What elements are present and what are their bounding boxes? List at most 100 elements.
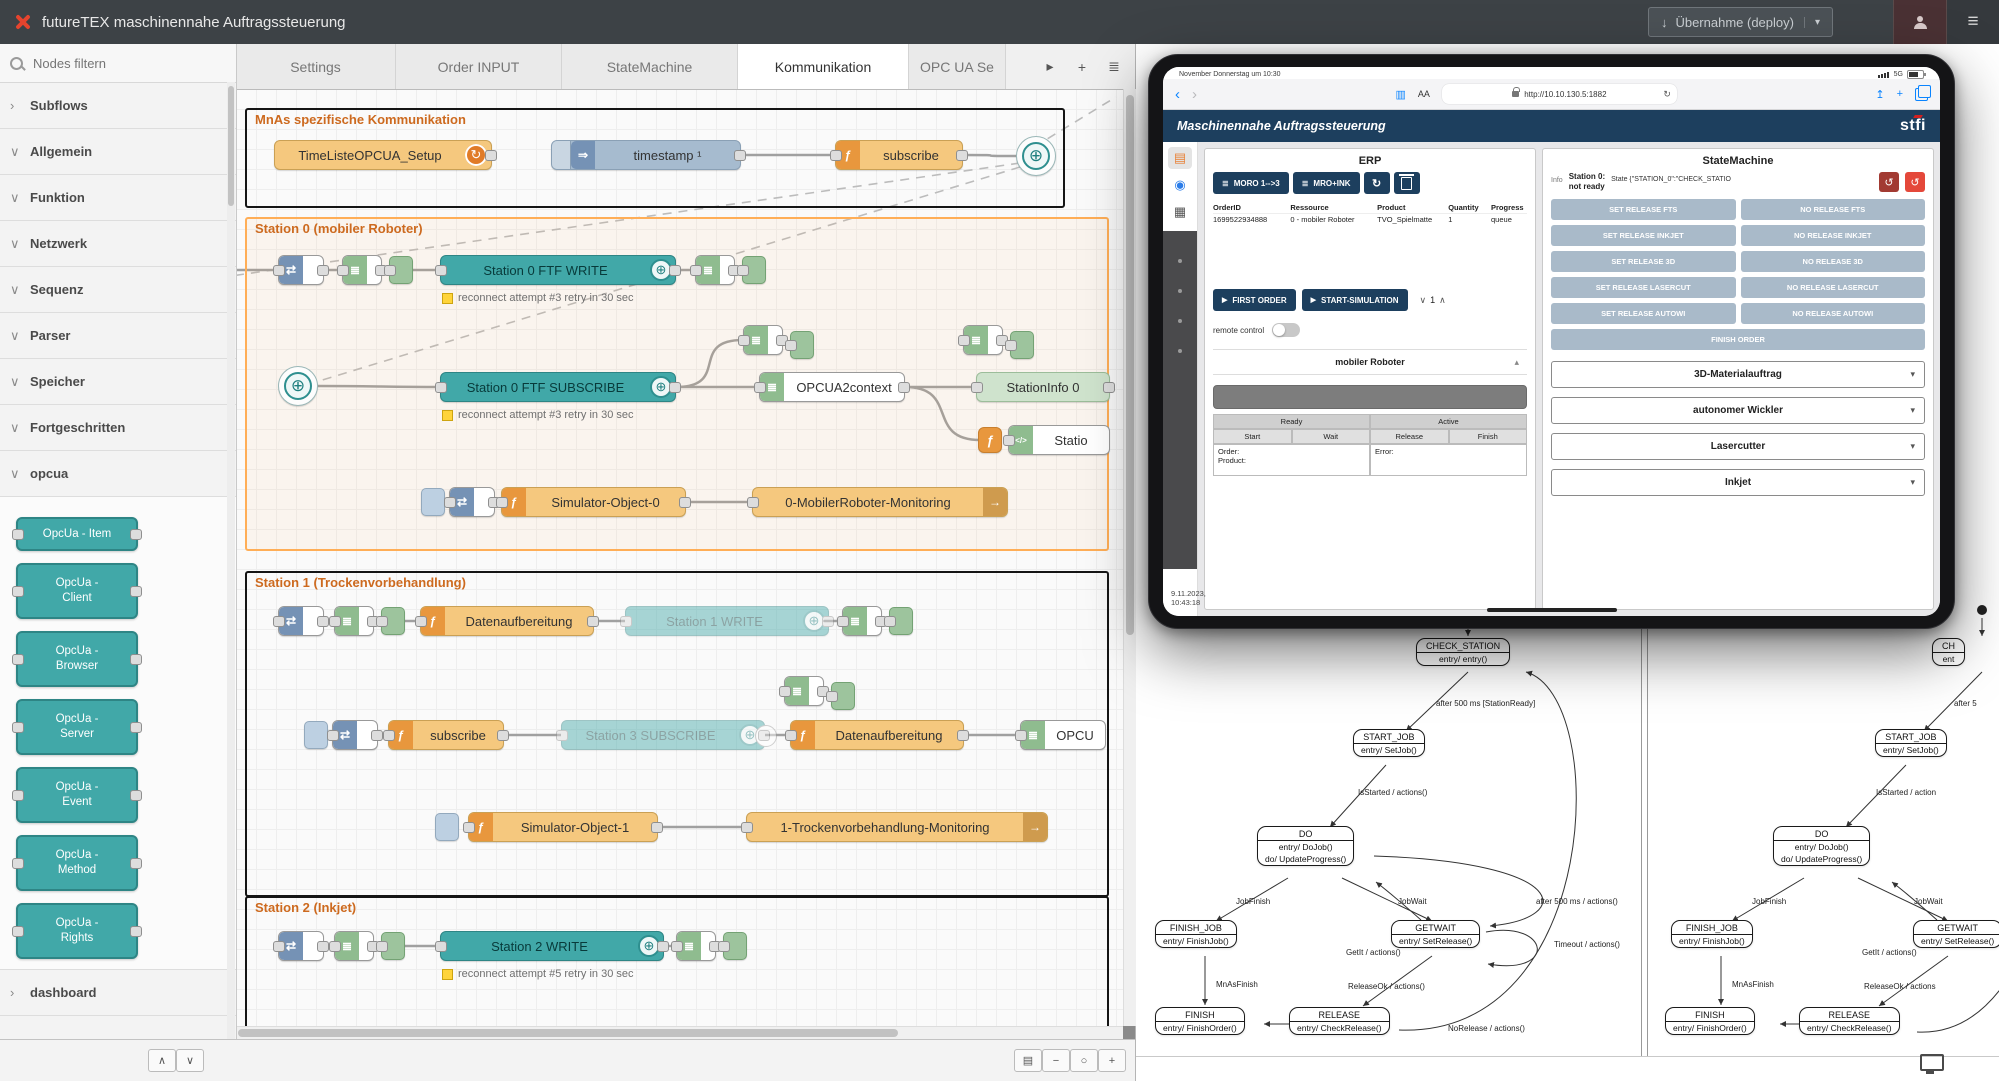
moro-button[interactable]: ≣MORO 1-->3: [1213, 172, 1289, 194]
port-output[interactable]: [679, 497, 691, 508]
tabs-icon[interactable]: [1915, 84, 1932, 101]
flow-node-sq[interactable]: [785, 331, 814, 359]
tab-order-input[interactable]: Order INPUT: [396, 44, 562, 89]
palette-category-speicher[interactable]: ∨Speicher: [0, 359, 236, 405]
flow-node-list[interactable]: ≣: [837, 606, 887, 636]
port-output[interactable]: [758, 730, 770, 741]
flow-node-link[interactable]: ⇄: [273, 606, 329, 636]
palette-category-fortgeschritten[interactable]: ∨Fortgeschritten: [0, 405, 236, 451]
port-input[interactable]: [463, 822, 475, 833]
port-input[interactable]: [329, 616, 341, 627]
palette-search[interactable]: [0, 44, 236, 83]
port-input[interactable]: [384, 265, 396, 276]
button-no-release-3d[interactable]: NO RELEASE 3D: [1740, 251, 1925, 272]
port-input[interactable]: [737, 265, 749, 276]
port-input[interactable]: [435, 265, 447, 276]
flow-node-opcua2context[interactable]: ≣OPCUA2context: [754, 372, 910, 402]
spin-up-icon[interactable]: ∧: [1439, 294, 1446, 305]
tab-kommunikation[interactable]: Kommunikation: [738, 44, 909, 89]
forward-button[interactable]: ›: [1192, 85, 1197, 103]
flow-node-opcu[interactable]: ≣OPCU: [1015, 720, 1106, 750]
port-input[interactable]: [496, 497, 508, 508]
order-count-stepper[interactable]: ∨ 1 ∧: [1420, 295, 1446, 306]
tab-opc-ua-se[interactable]: OPC UA Se: [909, 44, 1006, 89]
port-output[interactable]: [1103, 382, 1115, 393]
port-output[interactable]: [669, 265, 681, 276]
flow-node-round[interactable]: ⊕: [1016, 136, 1056, 176]
palette-category-allgemein[interactable]: ∨Allgemein: [0, 129, 236, 175]
resource-section-header[interactable]: mobiler Roboter ▴: [1213, 349, 1527, 375]
flow-group-station-2-inkjet[interactable]: Station 2 (Inkjet): [245, 896, 1109, 1026]
spin-down-icon[interactable]: ∨: [1419, 294, 1427, 305]
finish-order-button[interactable]: FINISH ORDER: [1551, 329, 1925, 350]
inject-button[interactable]: [552, 141, 571, 169]
port-input[interactable]: [1015, 730, 1027, 741]
port-output[interactable]: [822, 616, 834, 627]
collapse-categories-button[interactable]: ∧: [148, 1049, 176, 1072]
port-input[interactable]: [826, 691, 838, 702]
port-input[interactable]: [690, 265, 702, 276]
flow-node-timelisteopcua-setup[interactable]: TimeListeOPCUA_Setup↻: [274, 140, 497, 170]
back-button[interactable]: ‹: [1175, 85, 1180, 103]
port-input[interactable]: [273, 616, 285, 627]
journal-icon[interactable]: ▤: [1168, 147, 1192, 169]
user-button[interactable]: [1893, 0, 1946, 44]
port-input[interactable]: [444, 497, 456, 508]
port-output[interactable]: [956, 150, 968, 161]
add-flow-button[interactable]: +: [1077, 58, 1087, 75]
palette-node-opcua-rights[interactable]: OpcUa -Rights: [12, 903, 142, 959]
button-set-release-lasercut[interactable]: SET RELEASE LASERCUT: [1551, 277, 1736, 298]
remote-control-toggle[interactable]: [1272, 323, 1301, 337]
port-output[interactable]: [651, 822, 663, 833]
flow-node-link[interactable]: ⇄: [273, 931, 329, 961]
port-input[interactable]: [738, 335, 750, 346]
port-output[interactable]: [317, 941, 329, 952]
button-no-release-inkjet[interactable]: NO RELEASE INKJET: [1740, 225, 1925, 246]
grid-icon[interactable]: ▦: [1173, 204, 1187, 219]
flow-node-list[interactable]: ≣: [958, 325, 1008, 355]
port-input[interactable]: [327, 730, 339, 741]
palette-category-opcua[interactable]: ∨opcua: [0, 451, 236, 497]
dropdown-inkjet[interactable]: Inkjet▾: [1551, 469, 1925, 496]
button-no-release-autowi[interactable]: NO RELEASE AUTOWI: [1740, 303, 1925, 324]
tab-settings[interactable]: Settings: [236, 44, 396, 89]
delete-orders-button[interactable]: [1393, 172, 1420, 194]
flow-node-list[interactable]: ≣: [337, 255, 387, 285]
palette-node-opcua-event[interactable]: OpcUa -Event: [12, 767, 142, 823]
navigator-button[interactable]: ▤: [1014, 1049, 1042, 1072]
port-input[interactable]: [556, 730, 568, 741]
flow-node-list[interactable]: ≣: [329, 931, 379, 961]
flow-node-sq[interactable]: [884, 607, 913, 635]
palette-node-opcua-item[interactable]: OpcUa - Item: [12, 517, 142, 551]
flow-node-station-1-write[interactable]: Station 1 WRITE⊕: [620, 606, 834, 636]
flow-node-list[interactable]: ≣: [779, 676, 829, 706]
refresh-orders-button[interactable]: ↻: [1363, 172, 1390, 194]
flow-node-injsq[interactable]: [435, 813, 459, 841]
button-set-release-inkjet[interactable]: SET RELEASE INKJET: [1551, 225, 1736, 246]
flow-node-link[interactable]: ⇄: [273, 255, 329, 285]
port-input[interactable]: [620, 616, 632, 627]
port-input[interactable]: [754, 382, 766, 393]
palette-category-dashboard[interactable]: ›dashboard: [0, 970, 236, 1016]
flow-node-station-0-ftf-subscribe[interactable]: Station 0 FTF SUBSCRIBE⊕: [435, 372, 681, 402]
dropdown-3d-materialauftrag[interactable]: 3D-Materialauftrag▾: [1551, 361, 1925, 388]
flow-node-list[interactable]: ≣: [671, 931, 721, 961]
palette-node-opcua-browser[interactable]: OpcUa -Browser: [12, 631, 142, 687]
flow-node-round[interactable]: ⊕: [278, 366, 318, 406]
port-output[interactable]: [317, 265, 329, 276]
flow-node-sq[interactable]: [718, 932, 747, 960]
palette-category-subflows[interactable]: ›Subflows: [0, 83, 236, 129]
port-output[interactable]: [317, 616, 329, 627]
port-input[interactable]: [718, 941, 730, 952]
palette-category-sequenz[interactable]: ∨Sequenz: [0, 267, 236, 313]
reload-state-button[interactable]: ↺: [1905, 172, 1925, 192]
port-output[interactable]: [669, 382, 681, 393]
monitor-icon[interactable]: [1920, 1054, 1944, 1074]
first-order-button[interactable]: ▶FIRST ORDER: [1213, 289, 1296, 311]
palette-node-opcua-client[interactable]: OpcUa -Client: [12, 563, 142, 619]
flow-node-fbadge[interactable]: ƒ: [978, 427, 1002, 453]
flow-node-injsq[interactable]: [421, 488, 445, 516]
